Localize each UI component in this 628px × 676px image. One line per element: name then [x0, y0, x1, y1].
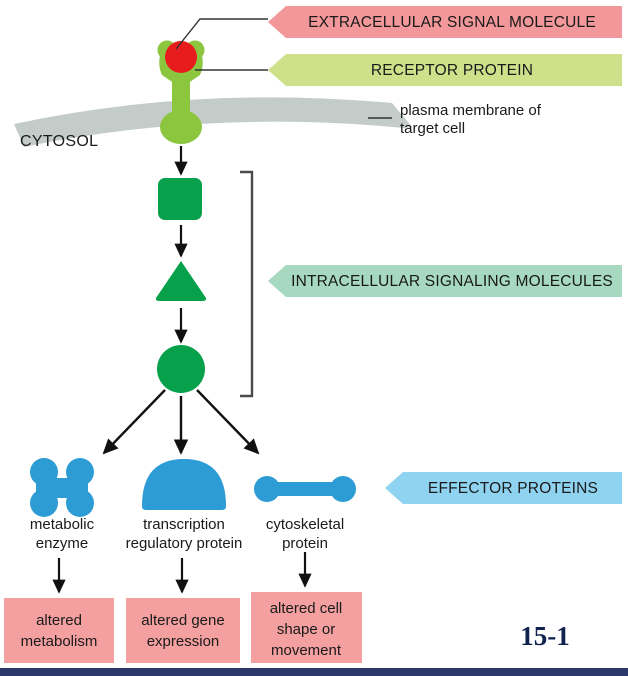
- banner-label-intracellular: INTRACELLULAR SIGNALING MOLECULES: [291, 273, 613, 290]
- cytoskeletal-protein-label-line2: protein: [282, 535, 328, 552]
- banner-label-extracellular: EXTRACELLULAR SIGNAL MOLECULE: [308, 14, 596, 31]
- altered-metabolism-line1: altered: [36, 612, 82, 629]
- fanout-arrows: [102, 389, 260, 455]
- outcome-arrows: [52, 552, 312, 594]
- outcome-box-altered-cell-shape: altered cell shape or movement: [251, 592, 362, 663]
- altered-cell-shape-line1: altered cell: [270, 600, 343, 617]
- transcription-regulatory-protein-shape: [142, 459, 226, 510]
- signaling-molecule-circle: [157, 345, 205, 393]
- cytoskeletal-protein-shape: [254, 476, 356, 502]
- metabolic-enzyme-label-line2: enzyme: [36, 535, 89, 552]
- altered-gene-expression-line2: expression: [147, 633, 220, 650]
- metabolic-enzyme-label-line1: metabolic: [30, 516, 95, 533]
- extracellular-signal-molecule-shape: [165, 41, 197, 73]
- plasma-membrane-label-line1: plasma membrane of: [400, 102, 542, 119]
- banner-label-effector: EFFECTOR PROTEINS: [428, 480, 598, 497]
- altered-cell-shape-line2: shape or: [277, 621, 335, 638]
- banner-effector-proteins: EFFECTOR PROTEINS: [385, 472, 622, 504]
- bottom-bar: [0, 668, 628, 676]
- outcome-box-altered-gene-expression: altered gene expression: [126, 598, 240, 663]
- cytosol-label: CYTOSOL: [20, 133, 98, 150]
- signaling-molecule-triangle: [155, 261, 207, 301]
- intracellular-bracket: [240, 170, 254, 398]
- plasma-membrane: [14, 97, 412, 147]
- outcome-box-altered-metabolism: altered metabolism: [4, 598, 114, 663]
- altered-gene-expression-line1: altered gene: [141, 612, 224, 629]
- banner-intracellular-signaling-molecules: INTRACELLULAR SIGNALING MOLECULES: [268, 265, 622, 297]
- leader-lines: [175, 18, 392, 119]
- transcription-regulatory-protein-label-line2: regulatory protein: [126, 535, 243, 552]
- altered-metabolism-line2: metabolism: [21, 633, 98, 650]
- banner-receptor-protein: RECEPTOR PROTEIN: [268, 54, 622, 86]
- cytoskeletal-protein-label-line1: cytoskeletal: [266, 516, 344, 533]
- figure-number: 15-1: [520, 621, 570, 651]
- signaling-molecule-square: [158, 178, 202, 220]
- arrow-to-metabolic-enzyme: [102, 389, 166, 455]
- banner-label-receptor: RECEPTOR PROTEIN: [371, 62, 533, 79]
- arrow-to-cytoskeletal-protein: [196, 389, 260, 455]
- banner-extracellular-signal-molecule: EXTRACELLULAR SIGNAL MOLECULE: [268, 6, 622, 38]
- transcription-regulatory-protein-label-line1: transcription: [143, 516, 225, 533]
- leader-line-signal: [175, 18, 268, 50]
- altered-cell-shape-line3: movement: [271, 642, 342, 659]
- plasma-membrane-label-line2: target cell: [400, 120, 465, 137]
- metabolic-enzyme-shape: [30, 458, 94, 517]
